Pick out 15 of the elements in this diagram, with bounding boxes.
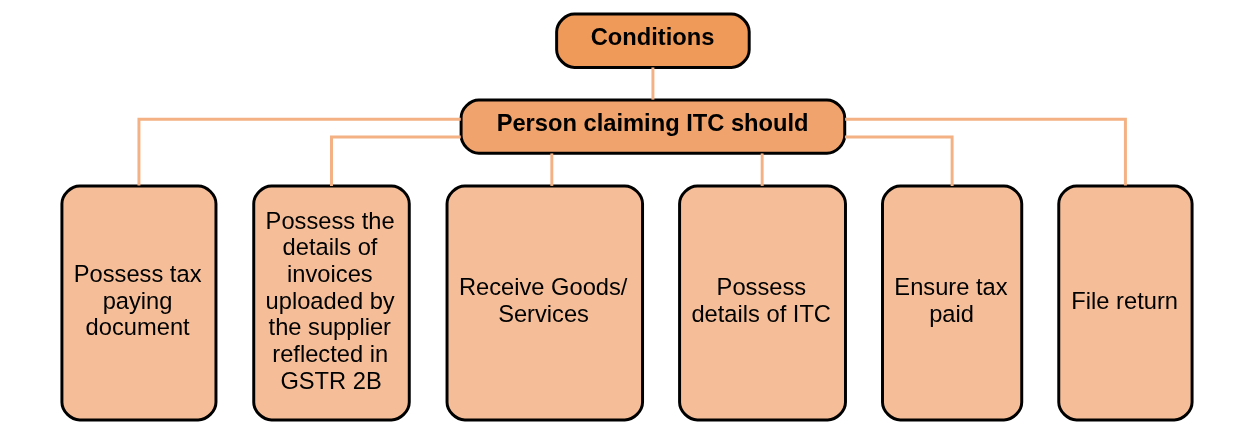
node-box: File return bbox=[1057, 184, 1194, 422]
connector bbox=[137, 117, 461, 186]
connector bbox=[651, 67, 655, 100]
node-box: Receive Goods/ Services bbox=[445, 184, 645, 422]
node-box: Possess the details of invoices uploaded by the supplier reflected in GSTR 2B bbox=[252, 184, 411, 422]
connector bbox=[330, 135, 461, 186]
node-box: Person claiming ITC should bbox=[459, 98, 847, 155]
connector bbox=[550, 153, 554, 186]
node-box: Possess details of ITC bbox=[678, 184, 847, 422]
connector bbox=[760, 153, 764, 186]
node-box: Possess tax paying document bbox=[60, 184, 218, 422]
connector bbox=[845, 117, 1127, 186]
node-box: Conditions bbox=[555, 12, 751, 69]
connector bbox=[844, 135, 954, 186]
node-box: Ensure tax paid bbox=[881, 184, 1024, 422]
